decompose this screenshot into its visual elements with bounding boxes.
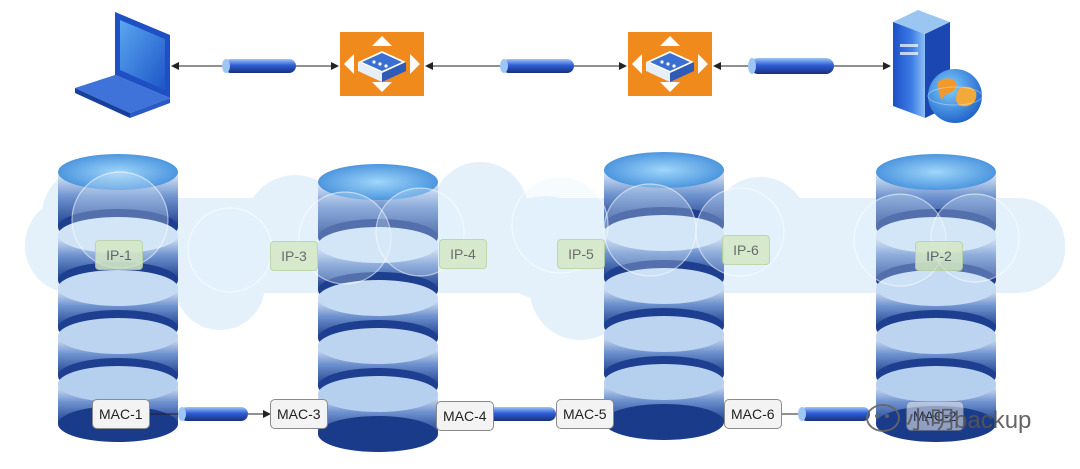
ip-label-2: IP-2 — [915, 241, 963, 271]
laptop-icon — [75, 12, 170, 118]
pipe — [500, 59, 574, 73]
chat-bubble-icon — [866, 403, 900, 432]
mac-label-3: MAC-3 — [270, 399, 328, 429]
pipe — [222, 59, 296, 73]
watermark: 小明backup — [866, 400, 1031, 435]
mac-label-2: MAC-2 — [906, 401, 964, 431]
pipe — [178, 407, 248, 421]
pipe — [748, 58, 834, 74]
server-globe-icon — [893, 10, 983, 123]
watermark-text: 小明backup — [906, 407, 1032, 434]
router-icon — [628, 32, 712, 96]
ip-label-4: IP-4 — [439, 239, 487, 269]
ip-label-5: IP-5 — [557, 239, 605, 269]
top-pipes — [222, 58, 834, 74]
mac-label-4: MAC-4 — [436, 401, 494, 431]
ip-label-1: IP-1 — [95, 240, 143, 270]
ip-label-6: IP-6 — [722, 235, 770, 265]
mac-label-6: MAC-6 — [724, 399, 782, 429]
pipe — [486, 407, 556, 421]
mac-label-1: MAC-1 — [92, 399, 150, 429]
bottom-pipes — [178, 407, 870, 421]
pipe — [798, 407, 870, 421]
ip-label-3: IP-3 — [270, 241, 318, 271]
mac-label-5: MAC-5 — [556, 399, 614, 429]
router-icon — [340, 32, 424, 96]
